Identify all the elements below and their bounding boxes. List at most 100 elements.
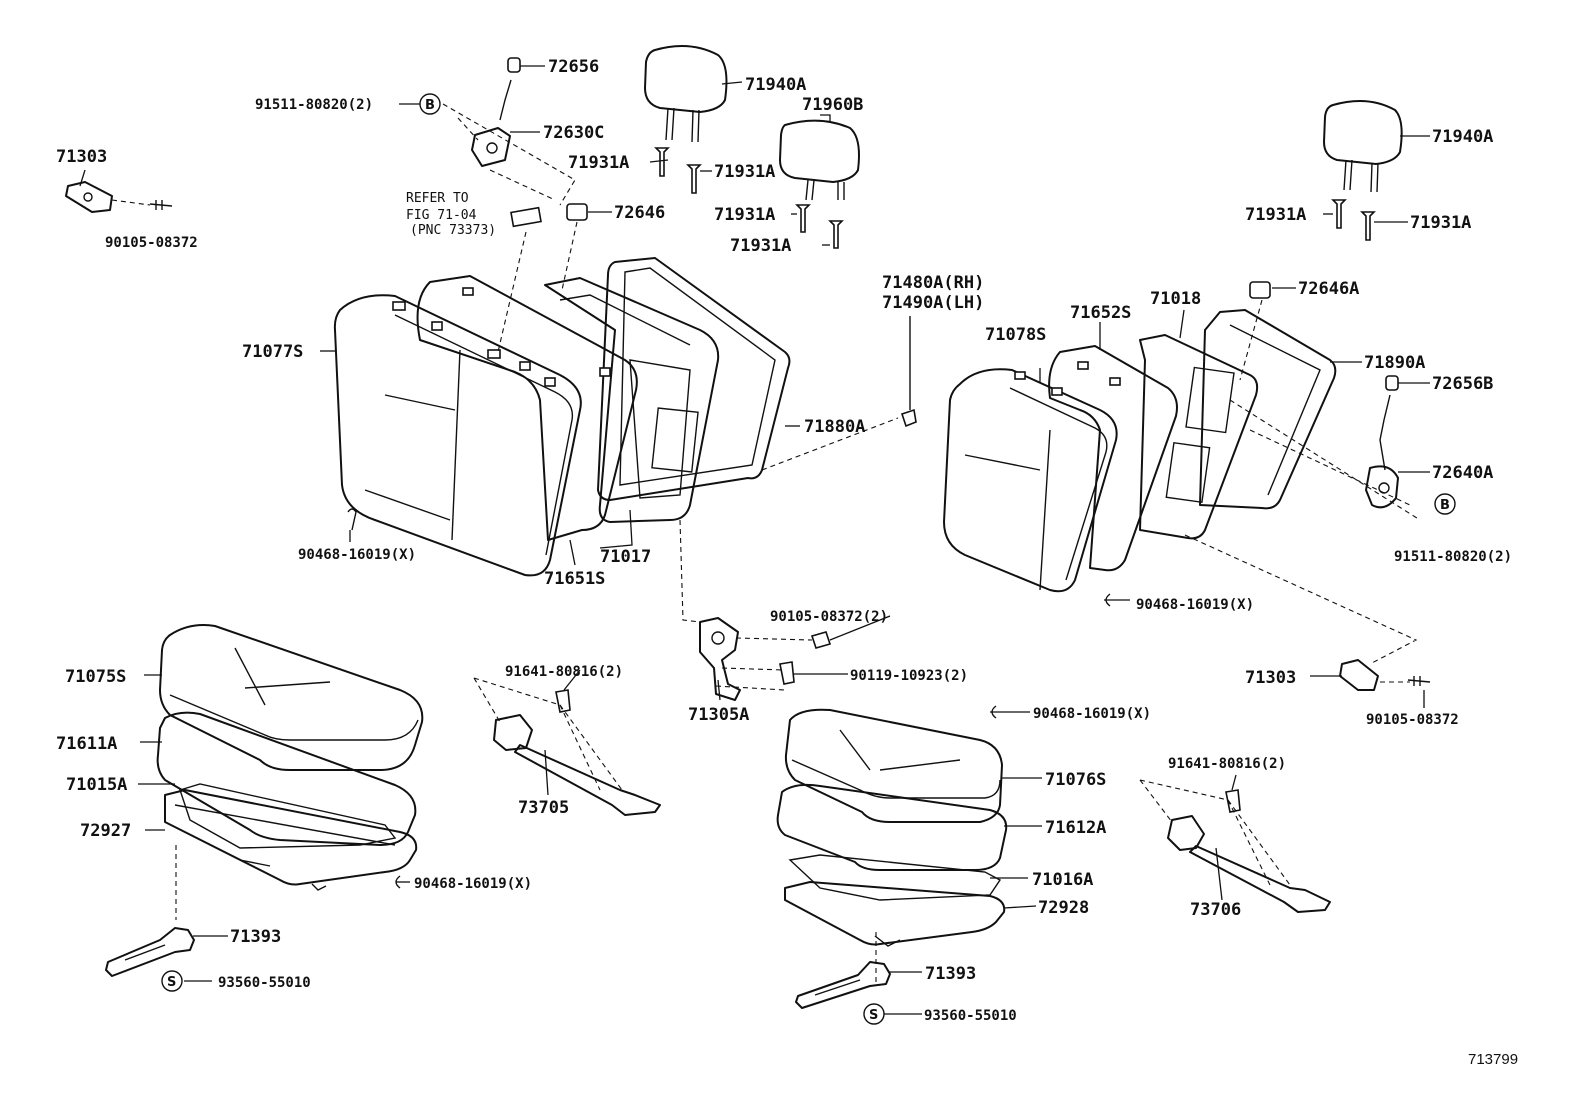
headrest-71940a-right [1323, 100, 1403, 193]
note-line-1: REFER TO [406, 191, 469, 206]
label-90468-1: 90468-16019(X) [298, 547, 416, 563]
label-90105-left: 90105-08372 [105, 235, 198, 251]
seat-latch-71393-right [795, 961, 891, 1009]
diagram-reference-number: 713799 [1468, 1051, 1518, 1068]
seatback-frame-71890a [1199, 309, 1337, 510]
bracket-73705 [493, 689, 661, 816]
label-72640a: 72640A [1432, 463, 1493, 483]
label-71652s: 71652S [1070, 303, 1131, 323]
label-90105-right: 90105-08372 [1366, 712, 1459, 728]
label-71931a-2: 71931A [714, 162, 775, 182]
hinge-71305a [699, 617, 832, 701]
reference-lines [111, 103, 1421, 985]
bracket-71303-right [1339, 659, 1431, 691]
label-71931a-5: 71931A [1245, 205, 1306, 225]
label-71078s: 71078S [985, 325, 1046, 345]
label-72630c: 72630C [543, 123, 604, 143]
label-71303-right: 71303 [1245, 668, 1296, 688]
label-91511-right: 91511-80820(2) [1394, 549, 1512, 565]
seat-frame-72928 [784, 881, 1006, 946]
note-line-2: FIG 71-04 [406, 208, 477, 223]
label-71931a-4: 71931A [730, 236, 791, 256]
seat-pad-71612a [776, 783, 1008, 871]
seatback-pad-71652s [1048, 345, 1178, 572]
label-72646a: 72646A [1298, 279, 1359, 299]
label-72928: 72928 [1038, 898, 1089, 918]
lock-72630c-group [471, 57, 521, 167]
seat-cover-71075s [159, 624, 424, 771]
symbol-s-left-text: S [167, 975, 176, 990]
label-71651s: 71651S [544, 569, 605, 589]
label-71303-left: 71303 [56, 147, 107, 167]
label-72927: 72927 [80, 821, 131, 841]
seatback-pad-71017 [544, 277, 720, 523]
seatback-cover-71078s [943, 368, 1118, 593]
headrest-71960b [779, 119, 860, 201]
symbol-s-right-text: S [869, 1008, 878, 1023]
left-seatback-group [333, 257, 791, 577]
label-71393-left: 71393 [230, 927, 281, 947]
seatback-cover-71077s [333, 294, 582, 577]
seatback-pad-71651s [416, 275, 638, 541]
label-72646: 72646 [614, 203, 665, 223]
label-90119: 90119-10923(2) [850, 668, 968, 684]
seat-pad-71611a [156, 711, 417, 846]
label-71880a: 71880A [804, 417, 865, 437]
symbol-b-left [419, 93, 441, 115]
label-73706: 73706 [1190, 900, 1241, 920]
hinge-bolt-71480a [900, 316, 917, 428]
label-91641-left: 91641-80816(2) [505, 664, 623, 680]
seat-cover-71076s [784, 708, 1003, 823]
clip-72646 [510, 203, 588, 228]
label-71931a-1: 71931A [568, 153, 629, 173]
label-71931a-6: 71931A [1410, 213, 1471, 233]
seatback-frame-71018 [1139, 334, 1259, 540]
label-72656: 72656 [548, 57, 599, 77]
label-90468-3: 90468-16019(X) [1033, 706, 1151, 722]
label-71075s: 71075S [65, 667, 126, 687]
seat-frame-71015a [179, 783, 397, 849]
lock-72640a-group [1365, 375, 1399, 509]
right-seat-cushion-group [776, 708, 1008, 947]
label-72656b: 72656B [1432, 374, 1493, 394]
label-71393-right: 71393 [925, 964, 976, 984]
label-71940a-right: 71940A [1432, 127, 1493, 147]
seat-frame-71016a [788, 854, 1002, 901]
part-labels: 72656 71940A 71960B 91511-80820(2) B 726… [56, 57, 1518, 1068]
seat-frame-72927 [164, 789, 418, 886]
label-71018: 71018 [1150, 289, 1201, 309]
label-91511-left: 91511-80820(2) [255, 97, 373, 113]
clip-72646a [1249, 281, 1271, 299]
leader-lines [79, 65, 1430, 1015]
label-90468-2: 90468-16019(X) [1136, 597, 1254, 613]
guides-71931a-left [654, 147, 844, 249]
label-71612a: 71612A [1045, 818, 1106, 838]
symbol-b-right [1434, 493, 1456, 515]
label-71940a-left: 71940A [745, 75, 806, 95]
symbol-s-right [863, 1003, 885, 1025]
label-73705: 73705 [518, 798, 569, 818]
label-93560-right: 93560-55010 [924, 1008, 1017, 1024]
symbol-b-right-text: B [1440, 498, 1450, 513]
label-91641-right: 91641-80816(2) [1168, 756, 1286, 772]
seatback-frame-71880a [597, 257, 791, 501]
label-71611a: 71611A [56, 734, 117, 754]
headrest-71940a-left [644, 45, 728, 143]
label-71960b: 71960B [802, 95, 863, 115]
label-71015a: 71015A [66, 775, 127, 795]
label-71480a: 71480A(RH) [882, 273, 984, 293]
label-71490a: 71490A(LH) [882, 293, 984, 313]
left-seat-cushion-group [156, 624, 424, 891]
bracket-73706 [1167, 789, 1331, 913]
note-line-3: (PNC 73373) [410, 223, 496, 238]
symbol-circles [161, 93, 1456, 1025]
seat-latch-71393-left [105, 927, 195, 977]
label-93560-left: 93560-55010 [218, 975, 311, 991]
label-90468-4: 90468-16019(X) [414, 876, 532, 892]
label-71016a: 71016A [1032, 870, 1093, 890]
symbol-b-left-text: B [425, 98, 435, 113]
guides-71931a-right [1331, 199, 1376, 241]
label-71890a: 71890A [1364, 353, 1425, 373]
